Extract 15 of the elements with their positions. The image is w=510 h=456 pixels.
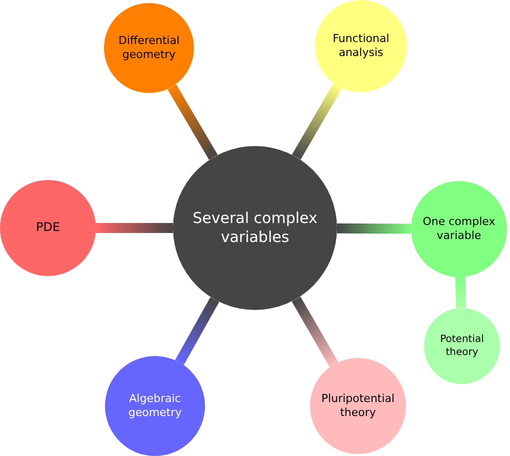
connector (175, 297, 220, 365)
topic-label: Potential theory (439, 333, 485, 359)
connector (292, 296, 338, 367)
connector (168, 84, 218, 160)
topic-label: One complex variable (422, 214, 496, 244)
connector (292, 83, 342, 160)
topic-label: Pluripotential theory (320, 392, 396, 420)
topic-label: Differential geometry (117, 34, 181, 62)
topic-label: Several complex variables (192, 208, 318, 248)
connector (96, 223, 173, 233)
topic-label: PDE (36, 220, 60, 236)
topic-label: Algebraic geometry (127, 392, 183, 420)
topic-label: Functional analysis (332, 32, 390, 60)
connector (336, 223, 412, 234)
connector (455, 276, 466, 308)
